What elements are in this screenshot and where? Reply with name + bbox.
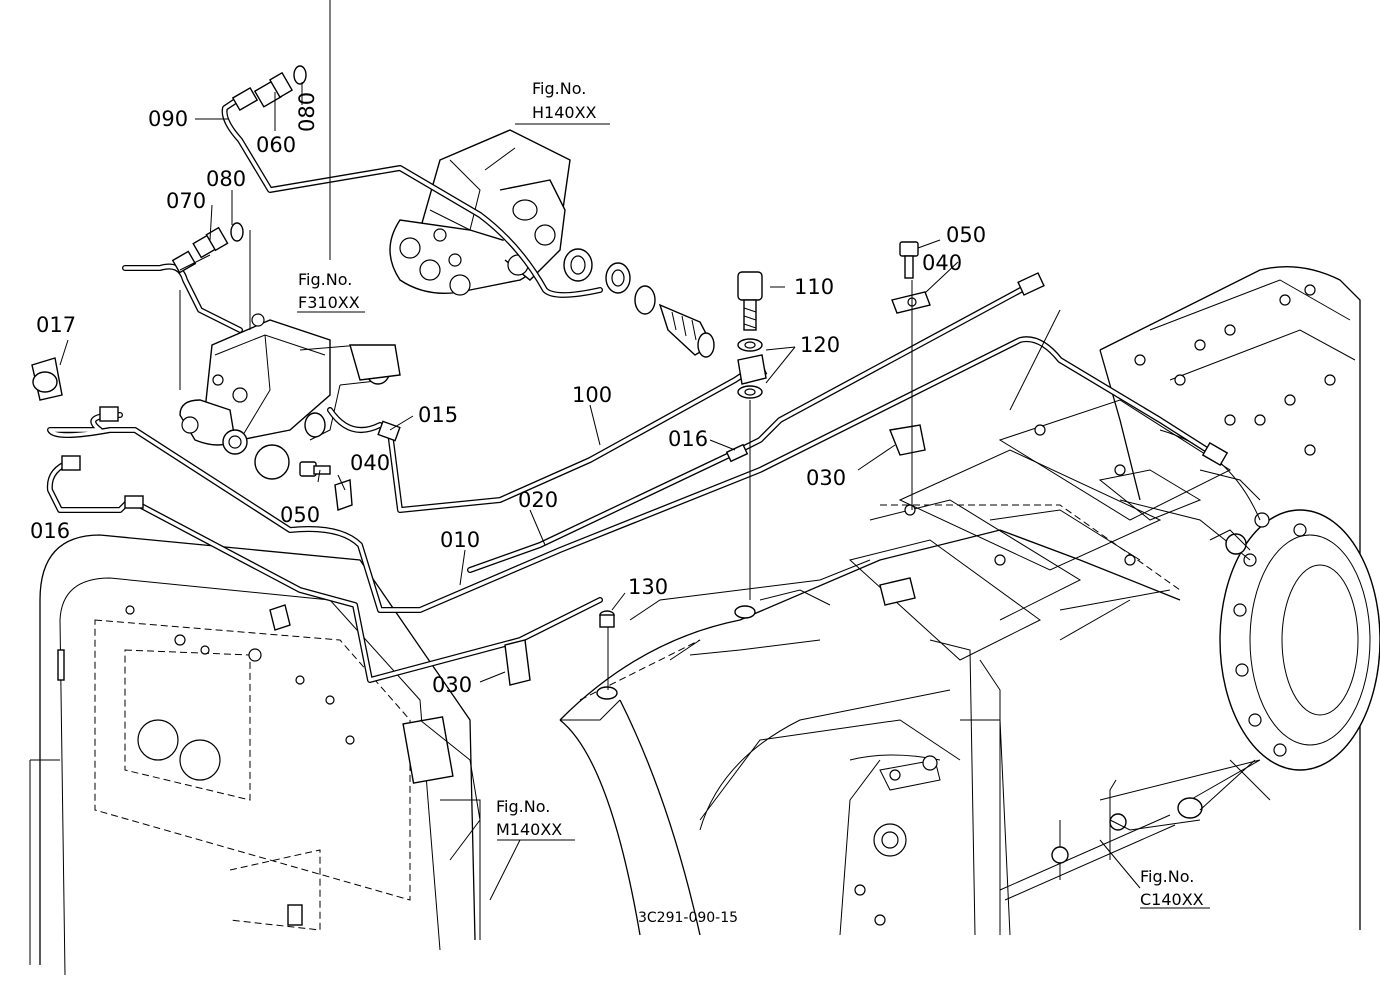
label-050-left: 050 [280, 503, 320, 527]
label-090: 090 [148, 107, 188, 131]
hydraulic-pump [389, 129, 715, 358]
label-010: 010 [440, 528, 480, 552]
label-080-top: 080 [295, 92, 319, 132]
label-020: 020 [518, 488, 558, 512]
transmission-housing [559, 399, 1232, 936]
label-040-right: 040 [922, 251, 962, 275]
fig-ref-f310-code: F310XX [298, 293, 360, 312]
label-030-right: 030 [806, 466, 846, 490]
label-060: 060 [256, 133, 296, 157]
label-017: 017 [36, 313, 76, 337]
label-015: 015 [418, 403, 458, 427]
leader-lines [59, 0, 1256, 909]
label-050-right: 050 [946, 223, 986, 247]
rear-axle-housing [1059, 266, 1380, 930]
label-016-mid: 016 [668, 427, 708, 451]
label-100: 100 [572, 383, 612, 407]
clamps-030-040 [31, 291, 931, 686]
fig-ref-h140-title: Fig.No. [532, 79, 586, 98]
label-030-left: 030 [432, 673, 472, 697]
label-080-mid: 080 [206, 167, 246, 191]
part-number-labels: 090 060 080 080 070 017 016 015 040 050 … [30, 92, 986, 697]
label-130: 130 [628, 575, 668, 599]
front-panel-bracket [29, 534, 481, 976]
fig-ref-m140-title: Fig.No. [496, 797, 550, 816]
figure-references: Fig.No. H140XX Fig.No. F310XX Fig.No. M1… [298, 79, 1204, 909]
banjo-bolt-110-washers-120 [737, 271, 767, 399]
bolts-050 [299, 241, 919, 477]
fig-ref-m140-code: M140XX [496, 820, 562, 839]
lower-linkage [999, 779, 1203, 901]
label-016-left: 016 [30, 519, 70, 543]
fig-ref-c140-code: C140XX [1140, 890, 1204, 909]
plug-130 [596, 605, 756, 700]
fig-ref-f310-title: Fig.No. [298, 270, 352, 289]
fig-ref-c140-title: Fig.No. [1140, 867, 1194, 886]
label-110: 110 [794, 275, 834, 299]
fig-ref-h140-code: H140XX [532, 103, 597, 122]
label-070: 070 [166, 189, 206, 213]
label-040-left: 040 [350, 451, 390, 475]
control-valve [179, 313, 401, 480]
label-120: 120 [800, 333, 840, 357]
drawing-code: 3C291-090-15 [638, 910, 738, 926]
